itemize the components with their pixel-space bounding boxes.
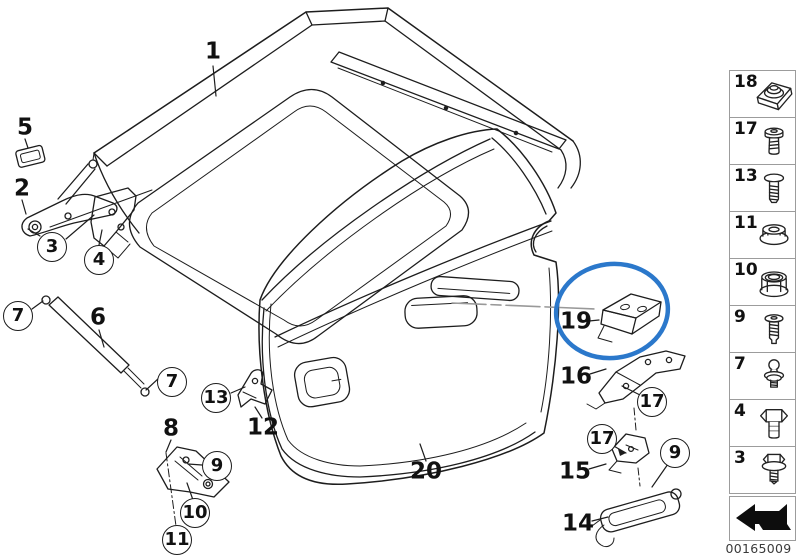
tailgate-rear-view-drawing [258, 128, 560, 486]
legend-item-4[interactable]: 4 [730, 400, 795, 447]
round-head-screw-icon [764, 127, 784, 155]
callout-17a[interactable]: 17 [637, 387, 667, 417]
pan-head-screw-icon [763, 173, 785, 204]
direction-arrow-icon [735, 503, 791, 531]
gas-strut-drawing [41, 295, 150, 397]
callout-16[interactable]: 16 [559, 363, 593, 390]
license-plate-light-drawing [597, 293, 662, 343]
legend-item-label: 4 [734, 401, 746, 421]
catch-bracket-drawing [608, 433, 650, 474]
legend-item-label: 18 [734, 72, 758, 92]
callout-15[interactable]: 15 [558, 458, 592, 485]
tailgate-inner-panel-drawing [93, 7, 581, 345]
clip-nut-icon [756, 82, 793, 111]
trunk-lock-drawing [591, 488, 682, 548]
legend-item-label: 7 [734, 354, 746, 374]
callout-17b[interactable]: 17 [587, 424, 617, 454]
callout-20[interactable]: 20 [409, 458, 443, 485]
callout-1[interactable]: 1 [204, 38, 222, 65]
legend-item-10[interactable]: 10 [730, 259, 795, 306]
callout-7b[interactable]: 7 [157, 367, 187, 397]
hex-bolt-icon [760, 409, 788, 439]
highlight-circle-19 [553, 261, 671, 361]
shoulder-screw-icon [764, 314, 784, 345]
legend-item-9[interactable]: 9 [730, 306, 795, 353]
callout-3[interactable]: 3 [37, 232, 67, 262]
callout-13[interactable]: 13 [201, 383, 231, 413]
hex-flange-nut-icon [759, 271, 789, 298]
callout-4[interactable]: 4 [84, 245, 114, 275]
direction-arrow-box [729, 496, 796, 541]
hex-bolt-washer-icon [761, 453, 787, 485]
legend-item-label: 3 [734, 448, 746, 468]
callout-14[interactable]: 14 [561, 510, 595, 537]
striker-plate-drawing [156, 446, 230, 527]
fastener-legend: 18 17 [729, 70, 796, 494]
callout-2[interactable]: 2 [13, 175, 31, 202]
legend-item-17[interactable]: 17 [730, 118, 795, 165]
ball-stud-icon [763, 359, 785, 388]
legend-item-3[interactable]: 3 [730, 447, 795, 493]
callout-9b[interactable]: 9 [660, 438, 690, 468]
plug-drawing [15, 144, 46, 168]
leader-lines [21, 65, 669, 522]
legend-item-label: 13 [734, 166, 758, 186]
callout-9a[interactable]: 9 [202, 451, 232, 481]
callout-11[interactable]: 11 [162, 525, 192, 555]
legend-item-label: 11 [734, 213, 758, 233]
callout-10[interactable]: 10 [180, 498, 210, 528]
legend-item-label: 10 [734, 260, 758, 280]
flange-nut-icon [759, 224, 789, 246]
construction-line [633, 407, 641, 487]
legend-item-7[interactable]: 7 [730, 353, 795, 400]
callout-6[interactable]: 6 [89, 304, 107, 331]
callout-19[interactable]: 19 [559, 308, 593, 335]
legend-item-18[interactable]: 18 [730, 71, 795, 118]
lock-bracket-drawing [586, 350, 686, 410]
callout-5[interactable]: 5 [16, 114, 34, 141]
legend-item-label: 17 [734, 119, 758, 139]
legend-item-label: 9 [734, 307, 746, 327]
diagram-id: 00165009 [725, 541, 792, 556]
callout-8[interactable]: 8 [162, 415, 180, 442]
callout-7a[interactable]: 7 [3, 301, 33, 331]
hinge-drawing [21, 152, 153, 259]
legend-item-13[interactable]: 13 [730, 165, 795, 212]
striker-bracket-drawing [237, 369, 273, 408]
legend-item-11[interactable]: 11 [730, 212, 795, 259]
callout-12[interactable]: 12 [246, 414, 280, 441]
